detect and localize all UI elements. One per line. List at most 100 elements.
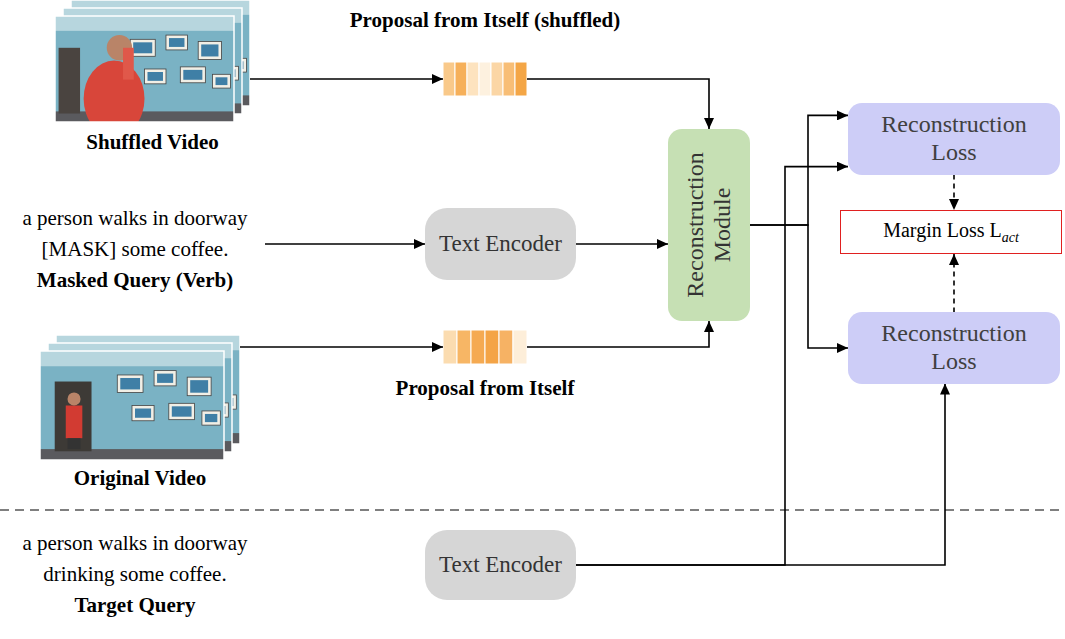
wall-picture [145, 69, 166, 84]
video-frames: Original Video [40, 335, 240, 460]
loss-box: Reconstruction Loss [848, 103, 1060, 174]
box-label: act [1002, 230, 1019, 245]
frame-border [40, 351, 224, 460]
floor [55, 111, 234, 122]
video-illustration [40, 335, 240, 460]
door [59, 48, 80, 114]
arrow-connector [750, 225, 848, 348]
proposal-cell [503, 62, 515, 96]
proposal-cell [479, 62, 491, 96]
wall-picture [180, 67, 205, 83]
person-legs [68, 438, 81, 449]
dashed-arrow [953, 254, 955, 312]
separator-line [0, 509, 1065, 510]
box-label: Reconstruction Loss [864, 111, 1044, 166]
picture-inner [157, 374, 173, 383]
wall-picture [169, 403, 195, 419]
proposal-cell [515, 62, 527, 96]
label-group: Margin Loss Lact [883, 219, 1019, 246]
wall-picture [166, 35, 187, 50]
wall-picture [154, 371, 176, 386]
node-caption: Proposal from Itself [396, 376, 575, 400]
arrow-connector [240, 346, 443, 348]
video-illustration [55, 0, 250, 122]
ceiling [40, 351, 224, 366]
wall [55, 16, 234, 122]
picture-inner [135, 409, 151, 418]
encoder-box: Text Encoder [425, 208, 576, 280]
wall-picture [202, 411, 220, 425]
arrow-connector [750, 115, 848, 225]
encoder-box: Text Encoder [425, 530, 576, 600]
wall-picture [117, 375, 143, 392]
video-frames: Shuffled Video [55, 0, 250, 122]
arrow-connector [250, 78, 443, 80]
door [55, 382, 92, 452]
node-caption: Original Video [74, 466, 206, 490]
box-label: Text Encoder [439, 552, 562, 578]
query-text: a person walks in doorway [MASK] some co… [5, 203, 265, 296]
picture-inner [216, 77, 228, 85]
wall-picture [130, 39, 155, 56]
picture-inner [120, 378, 140, 389]
picture-inner [148, 72, 163, 81]
label-group: Text Encoder [439, 552, 562, 578]
proposal-cell [467, 62, 479, 96]
ceiling [55, 16, 234, 31]
label-group: Text Encoder [439, 231, 562, 257]
picture-inner [169, 38, 184, 47]
label-group: Reconstruction Loss [864, 111, 1044, 166]
picture-inner [183, 70, 202, 80]
proposal-cell [443, 330, 457, 364]
video-frame [40, 351, 224, 460]
label-group: Reconstruction Loss [864, 320, 1044, 375]
frame-border [55, 16, 234, 122]
query-text-line: Masked Query (Verb) [5, 265, 265, 296]
margin-loss-box: Margin Loss Lact [840, 210, 1062, 254]
query-text-line: a person walks in doorway [MASK] some co… [5, 203, 265, 265]
proposal-bar: Proposal from Itself (shuffled) [443, 62, 527, 96]
person-body [84, 61, 145, 122]
proposal-cell [491, 62, 503, 96]
proposal-cell [499, 330, 513, 364]
dashed-arrow [953, 175, 955, 210]
proposal-cell [513, 330, 527, 364]
box-label: Text Encoder [439, 231, 562, 257]
module-box: Reconstruction Module [668, 129, 750, 321]
proposal-cell [485, 330, 499, 364]
proposal-bar: Proposal from Itself [443, 330, 527, 364]
node-caption: Proposal from Itself (shuffled) [350, 8, 620, 32]
picture-inner [201, 44, 218, 56]
arrow-connector [527, 79, 709, 129]
picture-inner [205, 414, 217, 422]
wall-picture [198, 41, 221, 59]
person-arm [123, 48, 134, 80]
proposal-squares [443, 330, 527, 364]
picture-inner [172, 406, 192, 416]
arrow-connector [265, 243, 425, 245]
proposal-cell [471, 330, 485, 364]
wall-picture [132, 406, 154, 421]
picture-inner [190, 380, 208, 393]
loss-box: Reconstruction Loss [848, 312, 1060, 383]
node-caption: Shuffled Video [86, 130, 218, 154]
query-text: a person walks in doorway drinking some … [5, 528, 265, 621]
arrow-connector [576, 384, 945, 565]
query-text-line: a person walks in doorway drinking some … [5, 528, 265, 590]
video-frame [55, 16, 234, 122]
proposal-cell [455, 62, 467, 96]
wall [40, 351, 224, 460]
arrow-connector [527, 321, 709, 347]
query-text-line: Target Query [5, 590, 265, 621]
box-label: Reconstruction Loss [864, 320, 1044, 375]
proposal-cell [443, 62, 455, 96]
wall-picture [187, 377, 211, 396]
arrow-connector [576, 243, 668, 245]
person-body [66, 406, 83, 439]
person-head [68, 392, 81, 405]
wall-picture [213, 74, 231, 88]
picture-inner [133, 42, 152, 53]
module-label: Reconstruction Module [682, 137, 736, 313]
proposal-cell [457, 330, 471, 364]
